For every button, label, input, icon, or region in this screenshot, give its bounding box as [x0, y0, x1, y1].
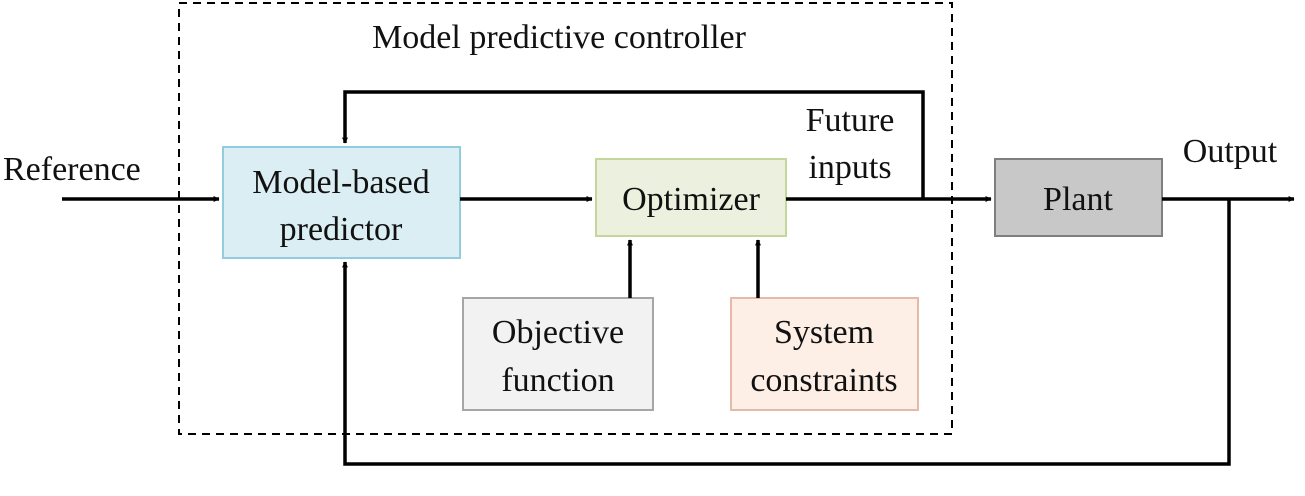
future-inputs-label-line1: Future [806, 102, 895, 139]
constraints-label-line2: constraints [750, 362, 897, 399]
plant-block: Plant [994, 158, 1163, 237]
plant-label: Plant [1043, 181, 1113, 218]
optimizer-label: Optimizer [622, 181, 761, 218]
objective-block: Objective function [462, 297, 654, 411]
future-inputs-label-line2: inputs [808, 149, 891, 186]
optimizer-block: Optimizer [595, 158, 787, 237]
constraints-label-line1: System [774, 314, 874, 351]
reference-label: Reference [3, 151, 141, 188]
optimizer-box [595, 158, 787, 237]
constraints-block: System constraints [730, 297, 919, 411]
objective-label-line1: Objective [492, 314, 624, 351]
constraints-box [730, 297, 919, 411]
predictor-box [222, 146, 461, 259]
predictor-block: Model-based predictor [222, 146, 461, 259]
plant-box [994, 158, 1163, 237]
output-feedback-arrow [342, 199, 1231, 466]
objective-box [462, 297, 654, 411]
predictor-label-line2: predictor [280, 211, 403, 248]
output-label: Output [1183, 133, 1278, 170]
predictor-label-line1: Model-based [252, 164, 430, 201]
controller-title: Model predictive controller [372, 19, 747, 56]
objective-label-line2: function [501, 362, 614, 399]
future-inputs-feedback-arrow [342, 90, 925, 199]
